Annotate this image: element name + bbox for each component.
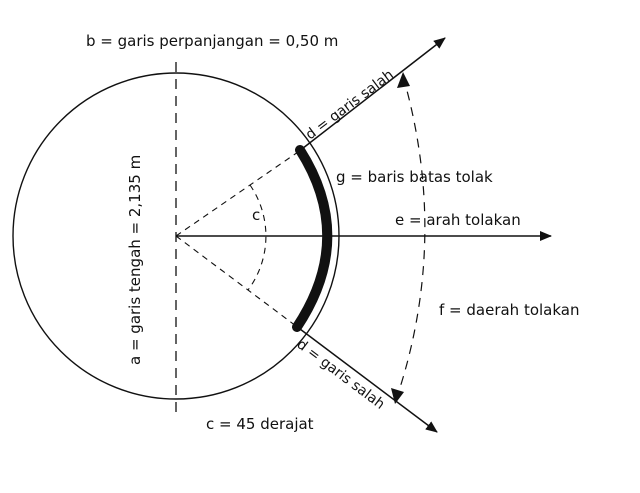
- label-d-bottom: d = garis salah: [294, 336, 388, 412]
- sector-arc-arrowhead-top: [397, 72, 410, 88]
- radius-dashed-top: [175, 151, 299, 237]
- label-f: f = daerah tolakan: [439, 301, 580, 319]
- sector-line-top: [297, 37, 446, 153]
- label-g: g = baris batas tolak: [336, 168, 493, 186]
- label-d-top: d = garis salah: [303, 67, 397, 143]
- sector-line-bottom: [295, 325, 438, 433]
- angle-arc: [247, 184, 267, 291]
- label-b: b = garis perpanjangan = 0,50 m: [86, 32, 338, 50]
- label-e: e = arah tolakan: [395, 211, 521, 229]
- throwing-sector-arc: [395, 75, 426, 401]
- label-a: a = garis tengah = 2,135 m: [126, 155, 144, 365]
- label-c-caption: c = 45 derajat: [206, 415, 314, 433]
- sector-arc-arrowhead-bottom: [391, 388, 404, 404]
- radius-dashed-bottom: [175, 235, 297, 327]
- label-c-angle: c: [252, 206, 260, 224]
- stop-board: [292, 145, 333, 332]
